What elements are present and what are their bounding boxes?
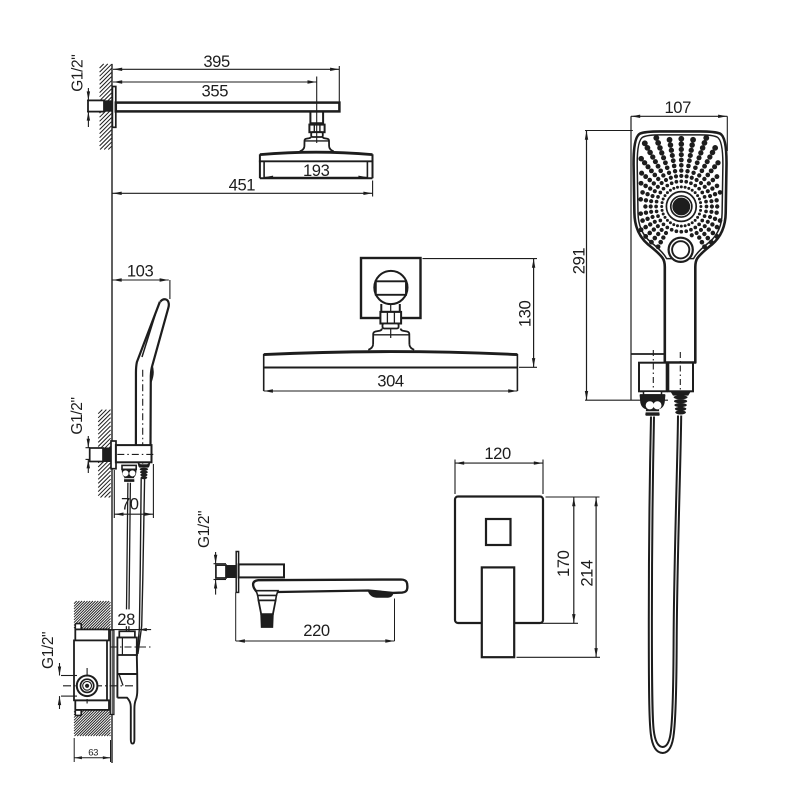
svg-text:304: 304 [377, 372, 404, 391]
svg-text:291: 291 [569, 248, 588, 275]
svg-text:214: 214 [578, 560, 597, 587]
svg-text:107: 107 [664, 98, 691, 117]
svg-text:130: 130 [516, 300, 535, 327]
svg-text:451: 451 [229, 176, 256, 195]
svg-text:193: 193 [303, 161, 330, 180]
svg-text:103: 103 [127, 262, 154, 281]
svg-text:120: 120 [484, 444, 511, 463]
svg-text:63: 63 [88, 747, 98, 758]
svg-text:220: 220 [303, 621, 330, 640]
svg-text:170: 170 [554, 550, 573, 577]
svg-text:395: 395 [203, 52, 230, 71]
svg-text:70: 70 [121, 495, 139, 514]
svg-text:28: 28 [117, 610, 135, 629]
svg-text:G1/2": G1/2" [70, 55, 87, 92]
svg-text:G1/2": G1/2" [40, 632, 57, 669]
svg-text:355: 355 [202, 81, 229, 100]
svg-text:G1/2": G1/2" [69, 397, 86, 434]
svg-text:G1/2": G1/2" [196, 511, 213, 548]
